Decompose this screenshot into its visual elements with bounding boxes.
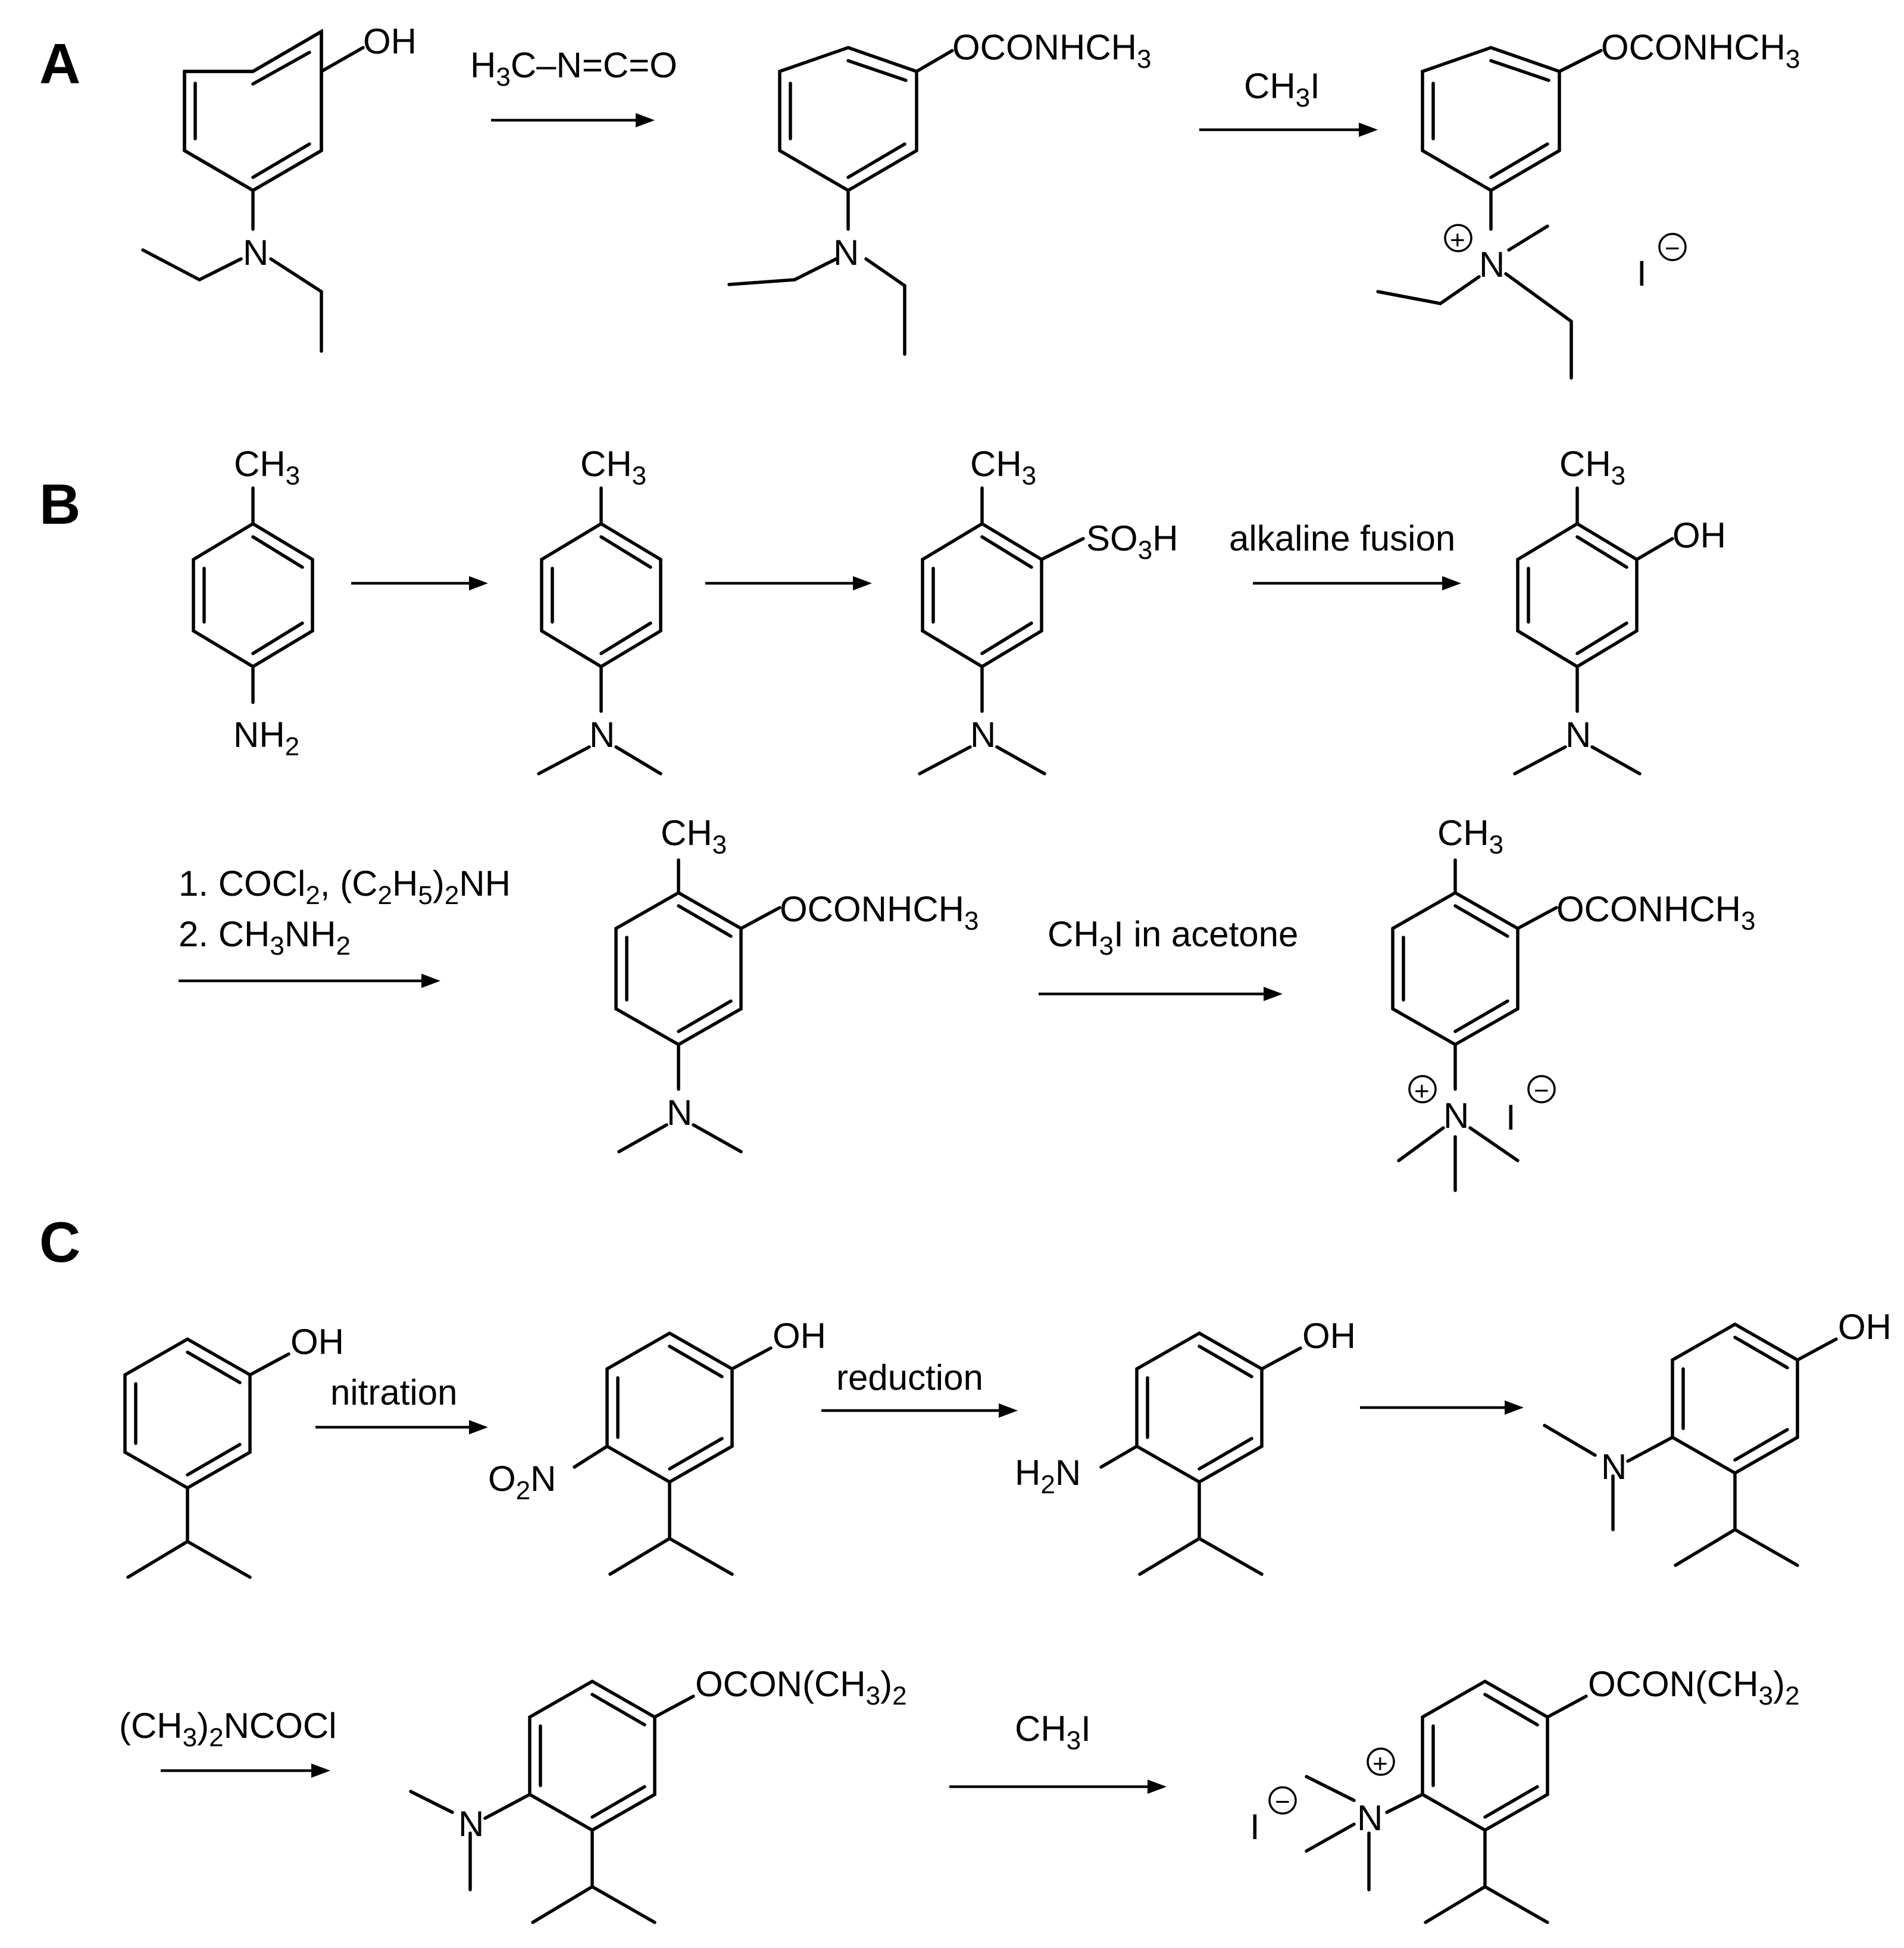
- panel-label-a: A: [39, 32, 80, 96]
- reaction-arrow-a2: [1199, 123, 1378, 137]
- charge-plus-c6: +: [1372, 1749, 1388, 1778]
- molecule-c1: [123, 1337, 290, 1579]
- substituent-dimethylcarbamate-c5: OCON(CH3)2: [695, 1664, 907, 1711]
- reagent-methyl-iodide-acetone: CH3I in acetone: [1048, 914, 1298, 961]
- substituent-h2n-c3: H2N: [1015, 1453, 1081, 1499]
- atom-n-c4: N: [1601, 1447, 1627, 1487]
- atom-n-a1: N: [243, 233, 268, 273]
- reagent-step2: 2. CH3NH2: [179, 914, 351, 961]
- molecule-b4: [1513, 486, 1674, 776]
- reagent-methyl-isocyanate: H3C–N=C=O: [470, 45, 677, 92]
- reaction-arrow-c3: [1360, 1400, 1524, 1415]
- charge-plus-a3: +: [1450, 226, 1465, 255]
- reaction-arrow-b2: [705, 576, 872, 590]
- molecule-b1: [192, 486, 314, 704]
- reaction-arrow-c2: [821, 1403, 1018, 1418]
- atom-n-c5: N: [458, 1804, 484, 1844]
- reagent-step1: 1. COCl2, (C2H5)2NH: [179, 864, 511, 910]
- atom-n-a2: N: [833, 233, 859, 273]
- panel-label-b: B: [39, 473, 80, 536]
- molecule-a2: [727, 46, 954, 356]
- reaction-arrow-b4: [179, 974, 440, 988]
- substituent-dimethylcarbamate-c6: OCON(CH3)2: [1588, 1664, 1800, 1711]
- substituent-carbamate-b6: OCONHCH3: [1556, 889, 1755, 936]
- charge-minus-a3: −: [1665, 234, 1680, 263]
- molecule-a3: [1376, 46, 1603, 380]
- charge-plus-b6: +: [1414, 1077, 1430, 1106]
- molecule-b3: [918, 486, 1085, 776]
- atom-oh-b4: OH: [1672, 515, 1726, 555]
- substituent-o2n-c2: O2N: [488, 1459, 556, 1505]
- substituent-ch3-b3: CH3: [970, 444, 1036, 490]
- reaction-arrow-c4: [161, 1763, 330, 1778]
- substituent-ch3-b6: CH3: [1437, 813, 1503, 859]
- reagent-dimethylcarbamoyl-chloride: (CH3)2NCOCl: [119, 1706, 337, 1752]
- substituent-carbamate-b5: OCONHCH3: [780, 889, 978, 936]
- atom-iodide-a3: I: [1637, 254, 1647, 293]
- atom-n-b3: N: [970, 715, 996, 755]
- reagent-methyl-iodide-a: CH3I: [1244, 66, 1320, 112]
- atom-oh-c2: OH: [773, 1316, 826, 1356]
- atom-n-b5: N: [667, 1093, 692, 1133]
- substituent-so3h-b3: SO3H: [1086, 518, 1178, 565]
- molecule-b2: [537, 486, 662, 776]
- substituent-ch3-b1: CH3: [234, 444, 300, 490]
- panel-label-c: C: [39, 1211, 80, 1274]
- charge-minus-c6: −: [1275, 1787, 1290, 1816]
- atom-n-plus-a3: N: [1479, 245, 1505, 284]
- substituent-carbamate-a2: OCONHCH3: [952, 27, 1151, 74]
- reagent-methyl-iodide-c: CH3I: [1015, 1709, 1091, 1755]
- substituent-ch3-b2: CH3: [580, 444, 646, 490]
- substituent-ch3-b5: CH3: [661, 813, 727, 859]
- atom-n-plus-b6: N: [1443, 1096, 1469, 1136]
- molecule-c5: [409, 1679, 695, 1924]
- molecule-c6: [1305, 1679, 1588, 1924]
- molecule-c2: [573, 1331, 773, 1576]
- negative-charge-icon: [1658, 233, 1687, 261]
- charge-minus-b6: −: [1534, 1076, 1549, 1105]
- positive-charge-icon: [1444, 224, 1472, 252]
- atom-n-plus-c6: N: [1357, 1798, 1383, 1838]
- reagent-alkaline-fusion: alkaline fusion: [1229, 518, 1455, 558]
- molecule-c3: [1099, 1331, 1302, 1576]
- reaction-arrow-c1: [315, 1420, 488, 1434]
- negative-charge-icon: [1268, 1786, 1297, 1815]
- atom-oh-c4: OH: [1838, 1307, 1892, 1347]
- molecule-b6: [1391, 858, 1558, 1192]
- atom-n-b4: N: [1565, 715, 1591, 755]
- substituent-nh2-b1: NH2: [233, 715, 299, 761]
- negative-charge-icon: [1527, 1075, 1556, 1103]
- atom-iodide-c6: I: [1250, 1807, 1260, 1847]
- reaction-arrow-b1: [351, 576, 488, 590]
- positive-charge-icon: [1367, 1747, 1395, 1776]
- reagent-reduction: reduction: [836, 1358, 983, 1397]
- reaction-arrow-b3: [1253, 576, 1461, 590]
- reagent-nitration: nitration: [330, 1372, 457, 1412]
- positive-charge-icon: [1408, 1075, 1437, 1103]
- substituent-carbamate-a3: OCONHCH3: [1601, 27, 1800, 74]
- reaction-arrow-c5: [949, 1780, 1167, 1794]
- atom-oh-c3: OH: [1302, 1316, 1356, 1356]
- atom-oh-a1: OH: [363, 21, 417, 61]
- atom-oh-c1: OH: [290, 1322, 344, 1362]
- atom-iodide-b6: I: [1506, 1097, 1516, 1137]
- molecule-b5: [614, 858, 781, 1153]
- substituent-ch3-b4: CH3: [1559, 444, 1625, 490]
- atom-n-b2: N: [589, 715, 615, 755]
- molecule-c4: [1543, 1322, 1838, 1567]
- molecule-a1: [141, 29, 365, 353]
- reaction-arrow-b5: [1039, 987, 1283, 1001]
- reaction-arrow-a1: [491, 113, 655, 127]
